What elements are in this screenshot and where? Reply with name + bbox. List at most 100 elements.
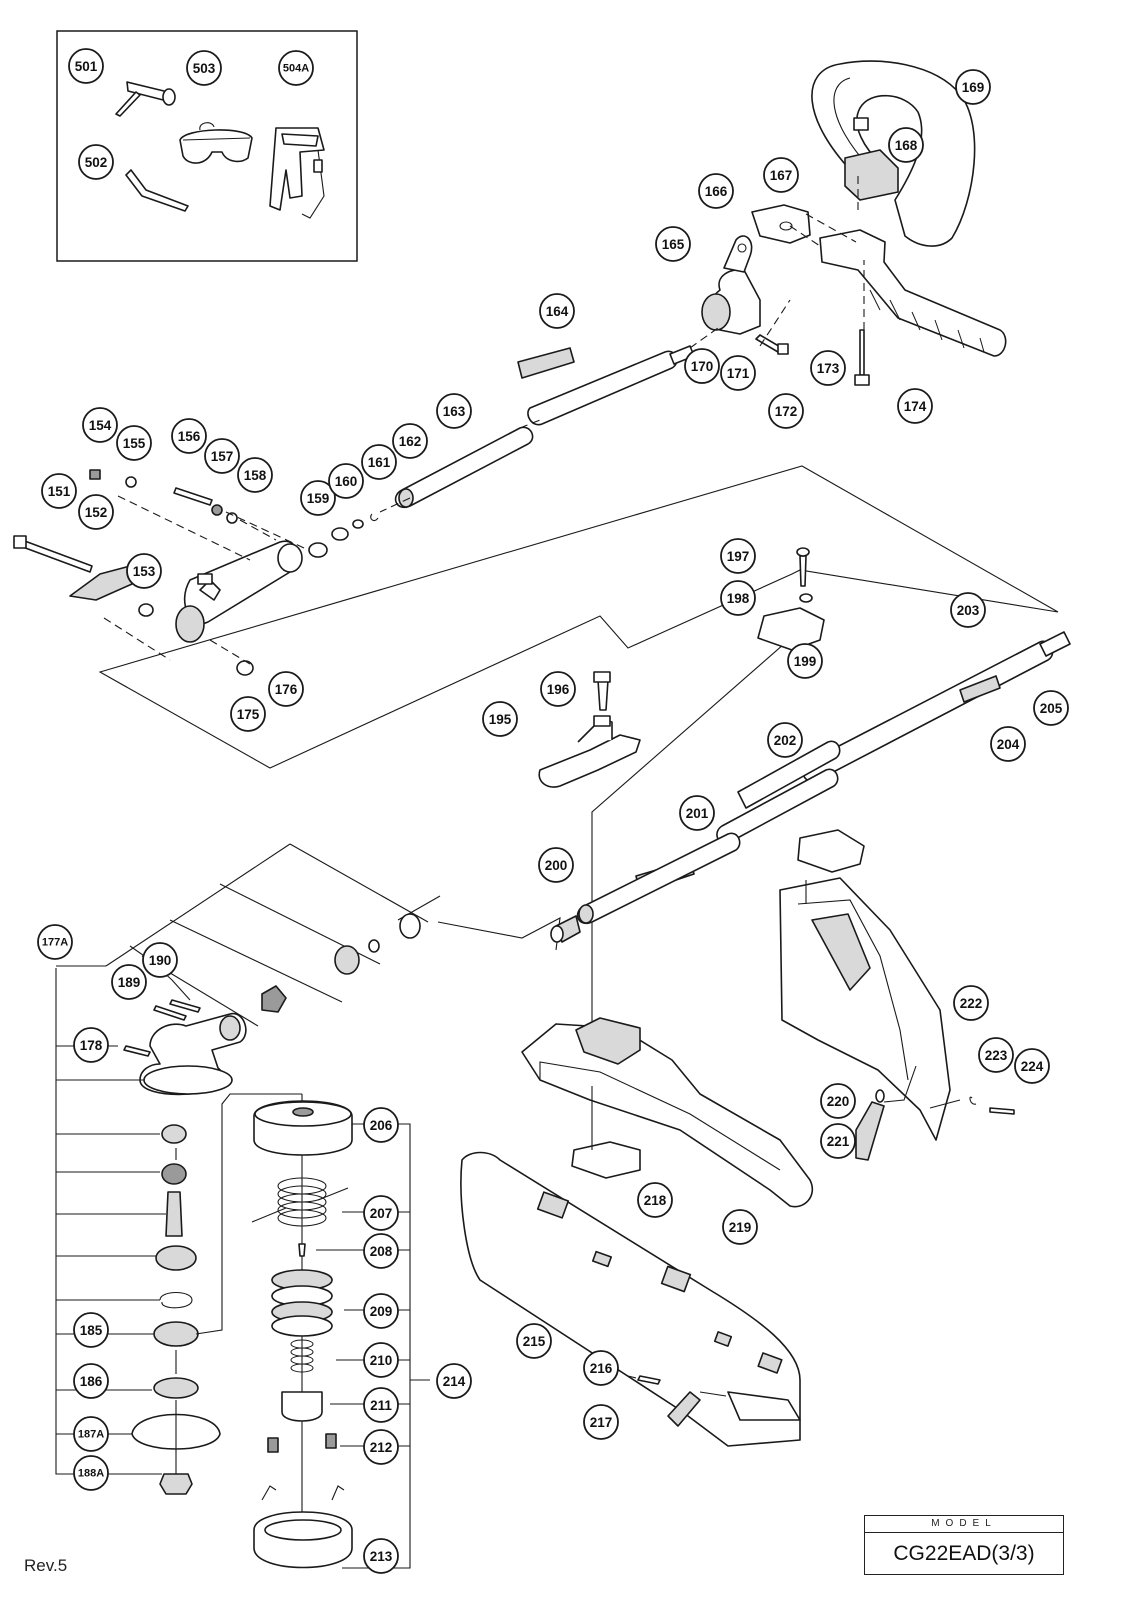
bearing-1: [161, 1124, 187, 1144]
callout-217: 217: [583, 1404, 619, 1440]
clamp-housing-176-drawing: [175, 540, 303, 643]
washer-155: [125, 476, 137, 488]
callout-218: 218: [637, 1182, 673, 1218]
screw-head-173: [854, 374, 870, 386]
washer-158: [226, 512, 238, 524]
callout-161: 161: [361, 444, 397, 480]
callout-label: 202: [774, 733, 797, 748]
callout-151: 151: [41, 473, 77, 509]
callout-label: 152: [85, 505, 108, 520]
guard-215-drawing: [460, 1151, 801, 1447]
callout-circle: [538, 847, 574, 883]
callout-153: 153: [126, 553, 162, 589]
model-name: CG22EAD(3/3): [893, 1542, 1035, 1565]
sleeve-203: [959, 675, 1001, 703]
callout-159: 159: [300, 480, 336, 516]
callout-187a: 187A: [73, 1416, 109, 1452]
callout-502: 502: [78, 144, 114, 180]
spring-210-drawing: [290, 1339, 314, 1373]
callout-circle: [73, 1027, 109, 1063]
callout-label: 159: [307, 491, 330, 506]
callout-211: 211: [363, 1387, 399, 1423]
callout-label: 171: [727, 366, 750, 381]
inner-pipe-end: [578, 904, 594, 924]
callout-circle: [78, 494, 114, 530]
callout-label: 197: [727, 549, 750, 564]
callout-circle: [363, 1107, 399, 1143]
callout-158: 158: [237, 457, 273, 493]
callout-176: 176: [268, 671, 304, 707]
callout-circle: [950, 592, 986, 628]
callout-label: 153: [133, 564, 156, 579]
callout-circle: [363, 1429, 399, 1465]
handle-holder-drawing: [701, 235, 761, 335]
callout-164: 164: [539, 293, 575, 329]
callout-circle: [361, 444, 397, 480]
callout-label: 211: [370, 1398, 392, 1413]
callout-163: 163: [436, 393, 472, 429]
callout-circle: [116, 425, 152, 461]
callout-circle: [436, 1363, 472, 1399]
callout-175: 175: [230, 696, 266, 732]
callout-circle: [1033, 690, 1069, 726]
revision-label: Rev.5: [24, 1556, 68, 1575]
bearing-drawing: [334, 945, 360, 975]
callout-circle: [363, 1233, 399, 1269]
handle-bracket-drawing: [819, 229, 1007, 357]
callout-circle: [363, 1387, 399, 1423]
callout-207: 207: [363, 1195, 399, 1231]
handle-clamp-drawing: [751, 204, 811, 244]
housing-213-drawing: [253, 1485, 353, 1569]
callout-circle: [1014, 1048, 1050, 1084]
callout-circle: [186, 50, 222, 86]
callout-215: 215: [516, 1323, 552, 1359]
callout-label: 206: [370, 1118, 393, 1133]
washer-161: [352, 519, 364, 529]
screw-190: [169, 999, 201, 1013]
clamp-199-bottom-drawing: [797, 829, 865, 873]
guard-222-drawing: [779, 877, 951, 1141]
callout-174: 174: [897, 388, 933, 424]
callout-214: 214: [436, 1363, 472, 1399]
callout-label: 200: [545, 858, 568, 873]
callout-circle: [820, 1123, 856, 1159]
callout-label: 177A: [42, 937, 68, 949]
clamp-195-drawing: [538, 715, 641, 788]
callout-178: 178: [73, 1027, 109, 1063]
ring-small: [368, 939, 380, 953]
callout-circle: [363, 1342, 399, 1378]
callout-label: 216: [590, 1361, 613, 1376]
callout-circle: [679, 795, 715, 831]
blade-217-drawing: [667, 1391, 701, 1427]
callout-170: 170: [684, 348, 720, 384]
nut-157: [211, 504, 223, 516]
callout-223: 223: [978, 1037, 1014, 1073]
callout-162: 162: [392, 423, 428, 459]
callout-label: 188A: [78, 1468, 104, 1480]
callout-160: 160: [328, 463, 364, 499]
screw-173-drawing: [859, 329, 865, 376]
callout-155: 155: [116, 425, 152, 461]
screw-178: [123, 1045, 151, 1057]
callout-label: 154: [89, 418, 112, 433]
callout-165: 165: [655, 226, 691, 262]
plate-221-drawing: [855, 1101, 885, 1161]
washer-159: [308, 542, 328, 558]
callout-501: 501: [68, 48, 104, 84]
callout-label: 203: [957, 603, 980, 618]
callout-label: 173: [817, 361, 840, 376]
bushing-200-end: [550, 925, 564, 943]
callout-152: 152: [78, 494, 114, 530]
callout-label: 196: [547, 682, 570, 697]
assembly-envelope: [98, 465, 1059, 769]
callout-185: 185: [73, 1312, 109, 1348]
callout-label: 219: [729, 1220, 752, 1235]
callout-circle: [953, 985, 989, 1021]
callout-circle: [37, 924, 73, 960]
callout-label: 160: [335, 474, 358, 489]
callout-label: 222: [960, 996, 983, 1011]
callout-circle: [82, 407, 118, 443]
callout-label: 504A: [283, 63, 309, 75]
guard-219-drawing: [521, 1017, 814, 1208]
gear-head-drawing: [139, 1012, 247, 1096]
